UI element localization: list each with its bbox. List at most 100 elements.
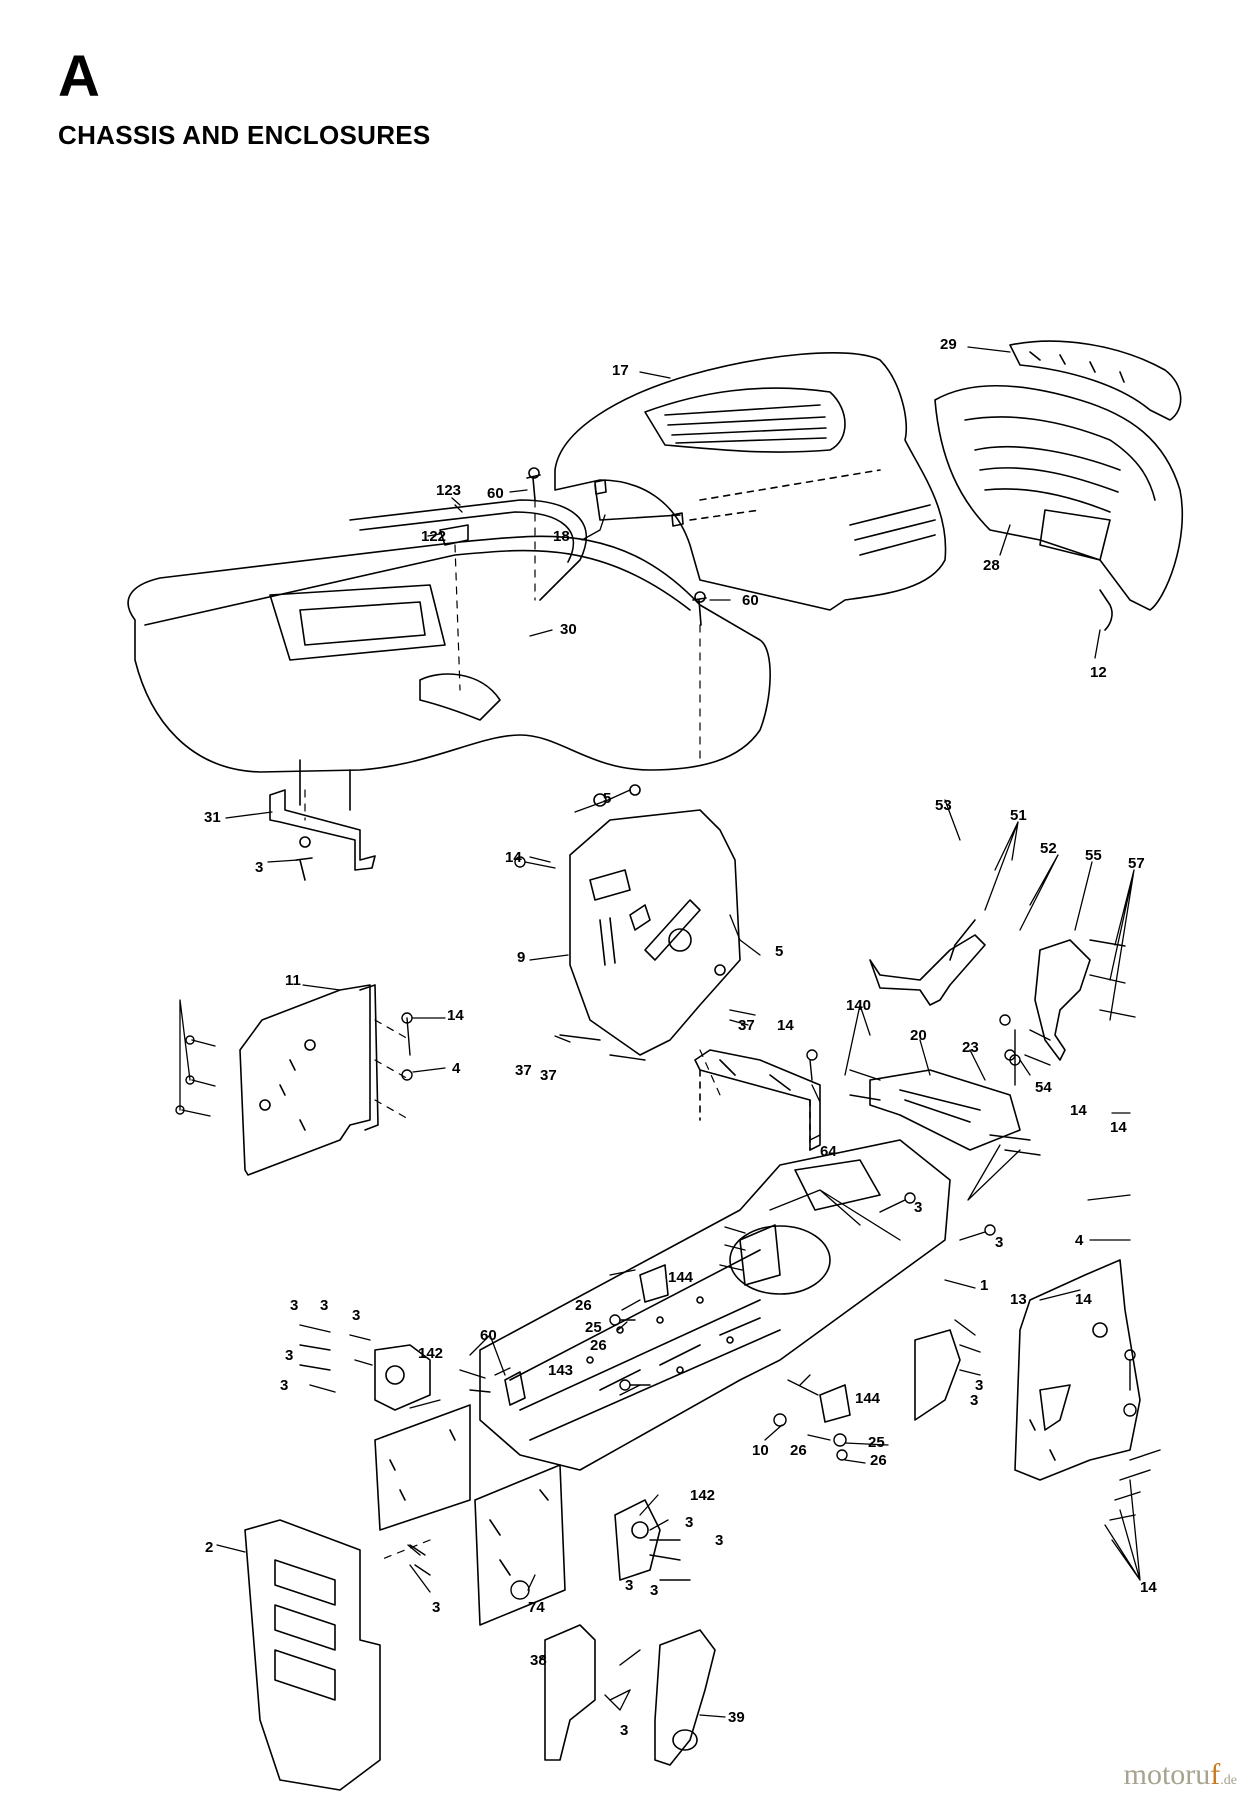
part-label-4: 4 (452, 1060, 461, 1077)
part-label-3: 3 (620, 1722, 628, 1739)
assembly-guides (304, 499, 721, 1561)
part-label-3: 3 (285, 1347, 293, 1364)
part-label-39: 39 (728, 1709, 745, 1726)
bumper-top-29 (1009, 340, 1182, 421)
main-frame-1 (479, 1139, 951, 1471)
part-label-57: 57 (1128, 855, 1145, 872)
part-label-14: 14 (777, 1017, 794, 1034)
part-label-143: 143 (548, 1362, 573, 1379)
part-label-51: 51 (1010, 807, 1027, 824)
part-label-14: 14 (447, 1007, 464, 1024)
axle-bracket-38 (544, 1624, 596, 1761)
plate-122 (439, 524, 469, 546)
part-label-3: 3 (280, 1377, 288, 1394)
part-label-3: 3 (290, 1297, 298, 1314)
pedal-bracket-53 (869, 919, 986, 1006)
dash-panel-9 (569, 784, 741, 1056)
part-label-14: 14 (1110, 1119, 1127, 1136)
part-label-3: 3 (432, 1599, 440, 1616)
watermark-logo: motoruf.de (1124, 1758, 1237, 1792)
part-label-23: 23 (962, 1039, 979, 1056)
part-label-31: 31 (204, 809, 221, 826)
part-label-3: 3 (975, 1377, 983, 1394)
pedal-bracket-55 (1034, 939, 1091, 1061)
part-label-11: 11 (285, 972, 301, 989)
watermark-tld: .de (1220, 1773, 1237, 1788)
section-title: CHASSIS AND ENCLOSURES (58, 120, 431, 150)
part-label-28: 28 (983, 557, 1000, 574)
front-plate-2 (244, 1519, 381, 1791)
bracket-144-right (819, 1384, 851, 1423)
plate-left-rear (474, 1464, 566, 1626)
part-label-60: 60 (742, 592, 759, 609)
fender-30 (127, 499, 771, 811)
watermark-accent: f (1210, 1758, 1221, 1791)
bracket-144-left (639, 1264, 669, 1303)
bolt-60-upper (526, 467, 541, 501)
part-label-74: 74 (528, 1599, 545, 1616)
part-label-17: 17 (612, 362, 629, 379)
part-label-55: 55 (1085, 847, 1102, 864)
part-label-38: 38 (530, 1652, 547, 1669)
part-label-13: 13 (1010, 1291, 1027, 1308)
plate-140 (739, 1224, 781, 1286)
part-label-2: 2 (205, 1539, 213, 1556)
section-letter: A (58, 44, 100, 109)
part-label-3: 3 (352, 1307, 360, 1324)
part-label-14: 14 (505, 849, 522, 866)
part-label-20: 20 (910, 1027, 927, 1044)
part-label-3: 3 (255, 859, 263, 876)
part-label-3: 3 (995, 1234, 1003, 1251)
part-label-26: 26 (870, 1452, 887, 1469)
part-label-26: 26 (575, 1297, 592, 1314)
bracket-142-right (614, 1499, 661, 1581)
part-label-3: 3 (625, 1577, 633, 1594)
part-label-3: 3 (970, 1392, 978, 1409)
part-label-3: 3 (685, 1514, 693, 1531)
part-label-37: 37 (540, 1067, 557, 1084)
part-label-14: 14 (1140, 1579, 1157, 1596)
leader-lines (179, 346, 1141, 1718)
part-label-1: 1 (980, 1277, 988, 1294)
part-label-144: 144 (668, 1269, 694, 1286)
plate-left-front (374, 1404, 471, 1531)
bracket-143 (504, 1371, 526, 1406)
part-label-52: 52 (1040, 840, 1057, 857)
part-label-3: 3 (715, 1532, 723, 1549)
grille-28 (934, 384, 1184, 611)
mount-64 (694, 1049, 821, 1151)
part-label-60: 60 (487, 485, 504, 502)
part-label-54: 54 (1035, 1079, 1052, 1096)
part-label-60: 60 (480, 1327, 497, 1344)
part-label-122: 122 (421, 528, 446, 545)
part-label-3: 3 (914, 1199, 922, 1216)
pad-18 (594, 479, 684, 527)
bracket-142-left (374, 1344, 431, 1411)
part-label-53: 53 (935, 797, 952, 814)
part-label-18: 18 (553, 528, 570, 545)
part-label-123: 123 (436, 482, 461, 499)
part-label-25: 25 (868, 1434, 885, 1451)
part-label-25: 25 (585, 1319, 602, 1336)
part-label-5: 5 (775, 943, 783, 960)
part-label-3: 3 (320, 1297, 328, 1314)
mount-20 (869, 1069, 1021, 1151)
part-label-140: 140 (846, 997, 871, 1014)
part-label-9: 9 (517, 949, 525, 966)
part-label-37: 37 (738, 1017, 755, 1034)
part-label-14: 14 (1075, 1291, 1092, 1308)
part-label-26: 26 (790, 1442, 807, 1459)
part-label-5: 5 (603, 790, 611, 807)
part-label-64: 64 (820, 1143, 837, 1160)
bracket-31 (269, 789, 376, 881)
side-panel-13 (1014, 1259, 1141, 1481)
part-label-142: 142 (690, 1487, 715, 1504)
part-label-144: 144 (855, 1390, 881, 1407)
part-label-37: 37 (515, 1062, 532, 1079)
part-label-26: 26 (590, 1337, 607, 1354)
part-label-12: 12 (1090, 664, 1107, 681)
part-label-3: 3 (650, 1582, 658, 1599)
